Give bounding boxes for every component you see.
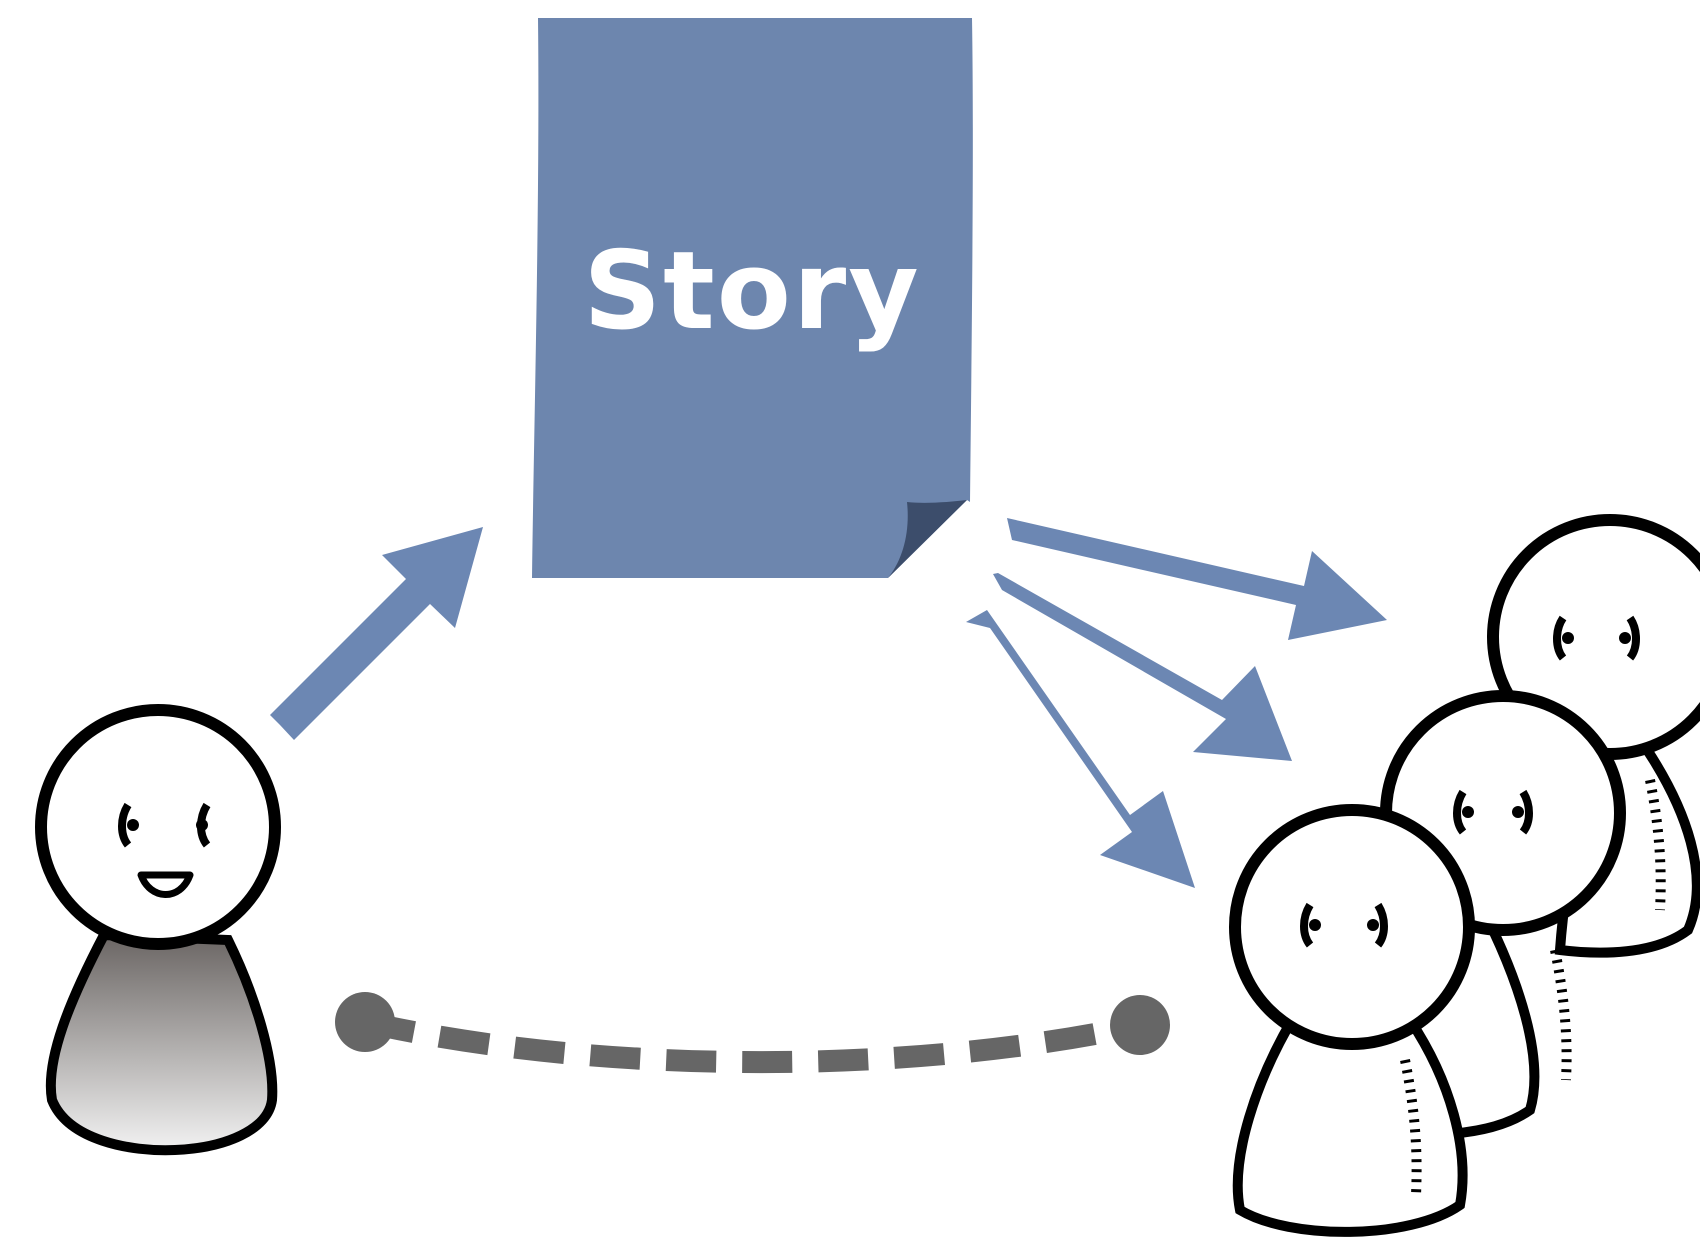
storyteller-smile: [137, 871, 194, 898]
dashed-connector: [335, 992, 1170, 1074]
storyteller-head: [35, 704, 281, 950]
story-document-folded-corner: [888, 500, 967, 578]
connector-endpoint-left: [335, 992, 395, 1052]
connector-endpoint-right: [1110, 995, 1170, 1055]
storyteller-figure: [35, 704, 281, 1156]
story-document: Story: [532, 18, 973, 578]
arrow-storyteller-to-story: [270, 527, 483, 740]
audience-figure-front: [1229, 804, 1475, 1237]
arrow-story-to-audience-top: [1007, 518, 1387, 640]
arrow-story-to-audience-bottom: [966, 610, 1195, 888]
arrow-story-to-audience-middle: [993, 573, 1292, 761]
arrows: [270, 518, 1387, 888]
connector-line: [362, 1011, 1143, 1074]
storyteller-body: [45, 929, 278, 1156]
story-document-sheet: [532, 18, 973, 578]
story-label: Story: [583, 229, 920, 354]
